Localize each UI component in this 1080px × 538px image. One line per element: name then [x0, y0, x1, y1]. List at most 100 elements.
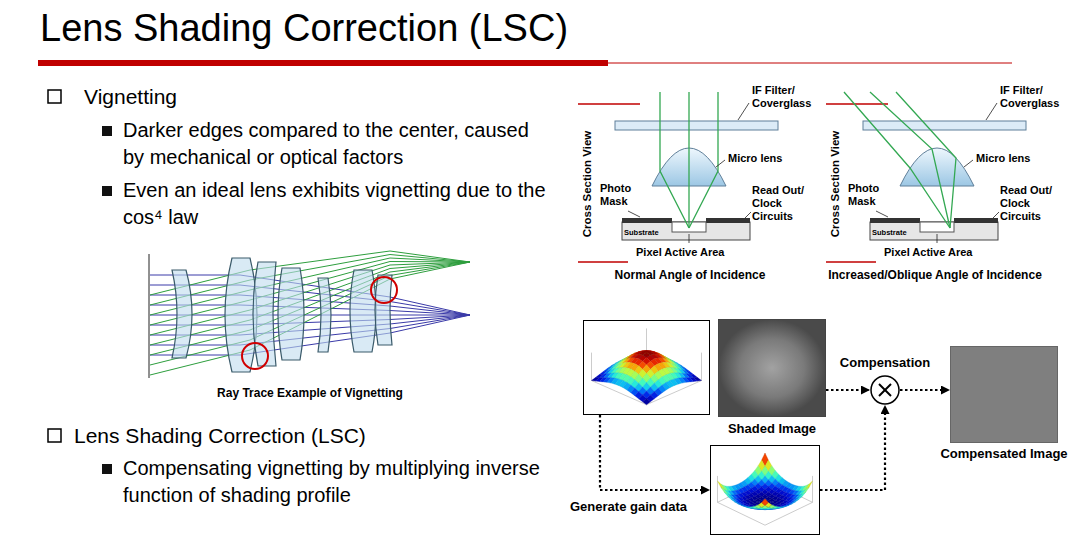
leader-line [716, 160, 725, 167]
blue-ray [150, 315, 470, 316]
blue-ray [150, 315, 470, 335]
multiply-circle [871, 376, 899, 404]
bullet-text: Even an ideal lens exhibits vignetting d… [123, 177, 551, 231]
part-label: IF Filter/ Coverglass [752, 84, 820, 110]
surface-cell [724, 492, 731, 497]
surface-cell [792, 499, 799, 503]
leader-line [986, 103, 997, 120]
multiply-node: Compensation [870, 375, 900, 405]
dotted-arrow [826, 389, 870, 391]
surface-cell [741, 505, 748, 507]
micro-lens [900, 148, 974, 186]
light-ray [689, 92, 718, 228]
green-ray [150, 258, 470, 315]
bullet-square [48, 90, 61, 103]
axis-label: Cross Section View [829, 131, 843, 238]
shading-profile-plot [583, 320, 710, 415]
bullet-square [48, 429, 61, 442]
lens-element [278, 268, 304, 360]
blue-ray [150, 275, 470, 315]
lens-element [350, 270, 376, 352]
ray-trace-figure [149, 251, 470, 378]
vignetting-marker [242, 343, 268, 369]
green-ray [150, 262, 470, 365]
part-label: Substrate [872, 228, 907, 237]
plot-axis [592, 356, 702, 404]
green-ray [150, 262, 470, 326]
leader-line [964, 160, 973, 167]
surface-cell [782, 505, 789, 507]
multiply-cross [879, 384, 891, 396]
part-label: Micro lens [976, 152, 1030, 165]
substrate [870, 222, 998, 240]
part-label: Photo Mask [600, 182, 640, 208]
lens-element [225, 258, 257, 372]
photo-mask [622, 218, 672, 223]
lens-element [375, 275, 392, 345]
lens-element [253, 262, 276, 366]
bullet-text: Compensating vignetting by multiplying i… [123, 455, 551, 509]
leader-line [689, 234, 690, 243]
plot-axis [717, 479, 812, 525]
sub-bullet-square [102, 464, 112, 474]
surface-plot [584, 321, 709, 414]
part-label: Substrate [624, 228, 659, 237]
surface-cell [731, 499, 738, 503]
bullet-text: Lens Shading Correction (LSC) [74, 423, 366, 448]
surface-cell [643, 398, 651, 404]
bullet-text: Darker edges compared to the center, cau… [123, 117, 551, 171]
green-ray [150, 262, 470, 355]
plot-axis [591, 353, 592, 381]
title-rule [608, 63, 1012, 64]
figure-caption: Normal Angle of Incidence [615, 268, 766, 282]
filter-glass [863, 121, 1026, 130]
light-ray [896, 92, 956, 228]
filter-glass [615, 121, 778, 130]
dotted-arrow [600, 415, 710, 490]
figure-caption: Ray Trace Example of Vignetting [217, 386, 403, 400]
object-plane [149, 254, 150, 378]
leader-line [993, 212, 999, 218]
surface-cell [762, 499, 769, 506]
section-bound [578, 103, 640, 105]
plot-axis [812, 476, 813, 502]
part-label: Pixel Active Area [636, 246, 724, 259]
surface-cell [799, 492, 806, 497]
surface-cell [806, 481, 813, 490]
blue-ray [150, 285, 470, 315]
bullet-text: Vignetting [84, 84, 177, 109]
plot-axis [701, 353, 702, 381]
shaded-image: Shaded Image [718, 319, 826, 417]
surface-cell [717, 481, 724, 490]
sub-bullet-square [102, 186, 112, 196]
shaded-picture-fill [719, 320, 826, 417]
light-ray [870, 92, 950, 228]
part-label: Photo Mask [848, 182, 888, 208]
part-label: Micro lens [728, 152, 782, 165]
multiply-cross [879, 384, 891, 396]
node-caption: Shaded Image [728, 421, 816, 436]
connector-label: Generate gain data [568, 499, 689, 514]
surface-cell [796, 496, 803, 500]
light-ray [688, 92, 689, 228]
substrate [622, 222, 750, 240]
section-bound [578, 261, 628, 263]
title-bar [38, 60, 608, 66]
surface-cell [802, 487, 809, 494]
green-ray [150, 262, 470, 375]
leader-line [738, 103, 749, 120]
leader-line [745, 212, 751, 218]
slide-title: Lens Shading Correction (LSC) [40, 6, 568, 52]
section-bound [826, 103, 888, 105]
lens-element [172, 270, 192, 358]
node-caption: Compensation [840, 355, 930, 370]
light-ray [844, 92, 950, 228]
part-label: Read Out/ Clock Circuits [752, 184, 814, 224]
green-ray [150, 262, 470, 335]
vignetting-marker [371, 277, 397, 303]
node-caption: Compensated Image [940, 446, 1067, 461]
sub-bullet-square [102, 126, 112, 136]
axis-label: Cross Section View [581, 131, 595, 238]
dotted-arrow [900, 389, 950, 391]
